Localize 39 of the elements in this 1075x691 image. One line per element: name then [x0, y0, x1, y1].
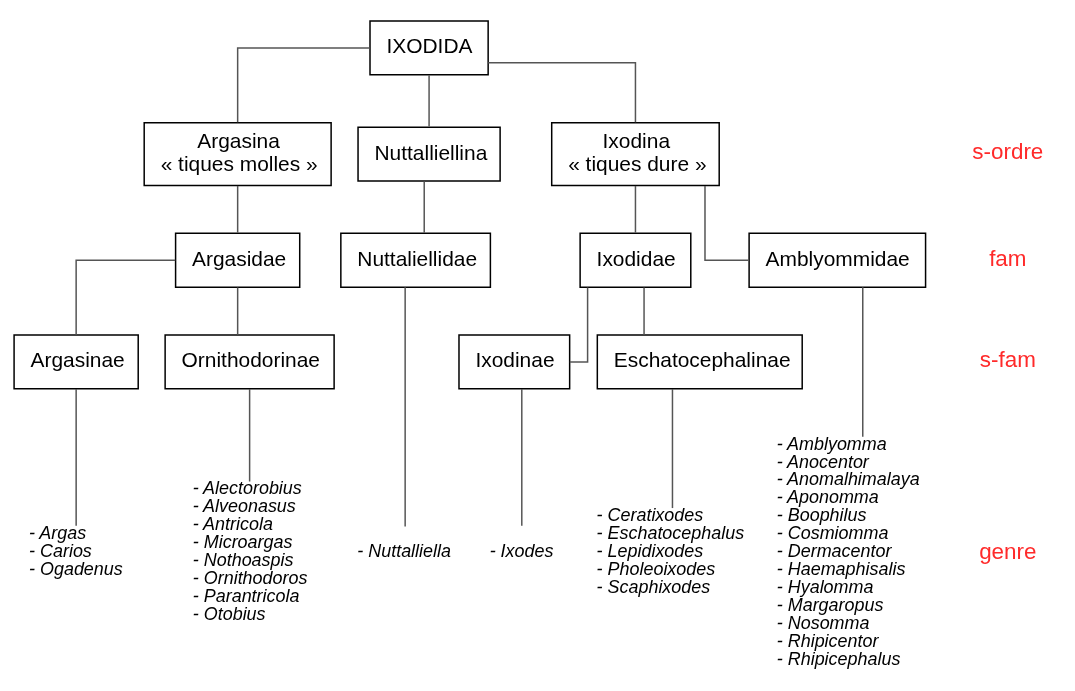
- connector: [704, 185, 750, 261]
- connector: [236, 185, 239, 234]
- connector: [569, 286, 589, 363]
- label: fam: [989, 245, 1027, 271]
- label: s-fam: [979, 347, 1036, 373]
- node-box: Eschatocephalinae: [596, 334, 803, 390]
- node-box: Ixodidae: [579, 232, 692, 288]
- connector: [487, 62, 637, 123]
- connector: [643, 286, 645, 336]
- label: s-ordre: [972, 139, 1044, 165]
- label: genre: [979, 538, 1037, 564]
- node-box: Argasina « tiques molles »: [143, 121, 332, 187]
- node-box: Ixodinae: [458, 334, 571, 390]
- node-box: Argasinae: [13, 334, 139, 390]
- connector: [634, 185, 637, 234]
- connector: [75, 259, 176, 336]
- node-box: Nuttaliellidae: [340, 232, 492, 288]
- node-text: - Amblyomma - Anocentor - Anomalhimalaya - Aponomma - Boophilus - Cosmiomma - Dermacentor - Haemaphisalis - Hyalomma - Margaropus - Nosomma - Rhipicentor - Rhipicephalus: [776, 433, 920, 669]
- connector: [862, 286, 864, 438]
- node-text: - Ceratixodes - Eschatocephalus - Lepidixodes - Pholeoixodes - Scaphixodes: [596, 505, 745, 598]
- connector: [521, 388, 523, 527]
- connector: [671, 388, 674, 509]
- connector: [236, 47, 371, 123]
- node-text: - Ixodes: [489, 540, 554, 561]
- node-box: Ixodina « tiques dure »: [550, 121, 720, 187]
- node-box: IXODIDA: [369, 20, 489, 76]
- node-box: Amblyommidae: [748, 232, 927, 288]
- node-text: - Nuttalliella: [357, 540, 452, 561]
- connector: [236, 286, 239, 336]
- connector: [404, 286, 406, 528]
- connector: [75, 388, 77, 527]
- connector: [423, 180, 425, 234]
- node-box: Argasidae: [174, 232, 301, 288]
- node-text: - Alectorobius - Alveonasus - Antricola - Microargas - Nothoaspis - Ornithodoros - Parantricola - Otobius: [192, 478, 308, 625]
- node-box: Nuttalliellina: [357, 126, 501, 182]
- node-box: Ornithodorinae: [164, 334, 335, 390]
- connector: [248, 388, 251, 483]
- node-text: - Argas - Carios - Ogadenus: [29, 523, 123, 580]
- connector: [428, 74, 430, 128]
